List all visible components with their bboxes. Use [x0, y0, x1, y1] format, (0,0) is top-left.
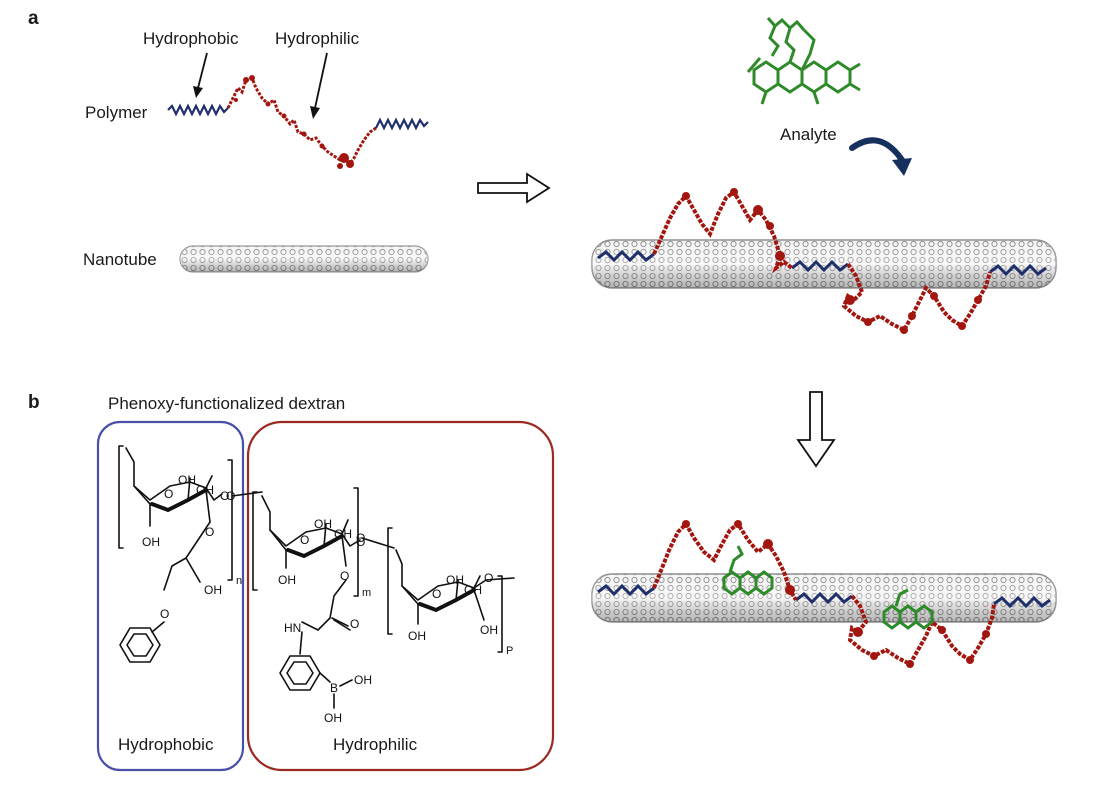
phenoxy-ring: [119, 621, 165, 663]
atom-oh: OH: [480, 623, 498, 637]
atom-oh: OH: [324, 711, 342, 725]
wrapped-polymer-branches: [682, 188, 982, 334]
atom-o: O: [226, 489, 235, 503]
hydrophilic-box-label: Hydrophilic: [333, 735, 418, 754]
phenylboronic-ring: [279, 655, 353, 709]
polymer-chain: [167, 75, 429, 169]
dextran-unit-n: [118, 445, 233, 591]
atom-hn: HN: [284, 621, 301, 635]
atom-oh: OH: [354, 673, 372, 687]
analyte-molecule: [746, 17, 861, 105]
atom-o: O: [300, 533, 309, 547]
atom-o: O: [350, 617, 359, 631]
hydrophilic-box: [246, 420, 555, 772]
process-arrow-right: [477, 172, 551, 204]
atom-o: O: [340, 569, 349, 583]
hydrophobic-box-label: Hydrophobic: [118, 735, 214, 754]
hydrophobic-label: Hydrophobic: [143, 29, 239, 48]
atom-o: O: [160, 607, 169, 621]
atom-o: O: [432, 587, 441, 601]
atom-oh: OH: [314, 517, 332, 531]
subscript-n: n: [236, 575, 242, 587]
atom-o: O: [220, 489, 229, 503]
analyte-binding-arrow: [849, 137, 912, 176]
polymer-hydrophilic-segment: [226, 76, 377, 167]
atom-oh: OH: [204, 583, 222, 597]
hydrophilic-label: Hydrophilic: [275, 29, 360, 48]
atom-oh: OH: [178, 473, 196, 487]
atom-oh: OH: [446, 573, 464, 587]
dextran-unit-m: [231, 487, 361, 655]
subscript-p: P: [506, 645, 513, 657]
atom-b: B: [330, 681, 338, 695]
bound-hydrophobic-segments: [597, 583, 1051, 609]
polymer-branches: [234, 75, 354, 169]
atom-o: O: [356, 535, 365, 549]
analyte-bound-complex: [591, 520, 1057, 668]
dextran-title: Phenoxy-functionalized dextran: [108, 394, 345, 413]
dextran-unit-p: [361, 527, 515, 653]
atom-oh: OH: [464, 583, 482, 597]
hydrophobic-box: [96, 420, 245, 772]
panel-a-letter: a: [28, 8, 39, 29]
bound-polymer-branches: [682, 520, 990, 668]
atom-o: O: [356, 531, 365, 545]
subscript-m: m: [362, 587, 371, 599]
nanotube-label: Nanotube: [83, 250, 157, 269]
panel-b-letter: b: [28, 392, 40, 413]
hydrophilic-arrow: [310, 52, 328, 119]
atom-oh: OH: [142, 535, 160, 549]
atom-o: O: [205, 525, 214, 539]
hydrophobic-arrow: [193, 52, 208, 98]
wrapped-hydrophobic-segments: [597, 249, 1047, 277]
atom-o: O: [484, 571, 493, 585]
process-arrow-down: [796, 391, 836, 468]
analyte-label: Analyte: [780, 125, 837, 144]
polymer-hydrophobic-segment-left: [167, 103, 229, 117]
bound-analyte-molecules: [722, 545, 934, 630]
atom-oh: OH: [196, 483, 214, 497]
atom-oh: OH: [408, 629, 426, 643]
atom-o: O: [164, 487, 173, 501]
atom-oh: OH: [278, 573, 296, 587]
polymer-hydrophobic-segment-right: [375, 117, 429, 131]
polymer-wrapped-nanotube: [591, 188, 1057, 334]
polymer-label: Polymer: [85, 103, 148, 122]
atom-oh: OH: [334, 527, 352, 541]
nanotube: [179, 245, 429, 273]
